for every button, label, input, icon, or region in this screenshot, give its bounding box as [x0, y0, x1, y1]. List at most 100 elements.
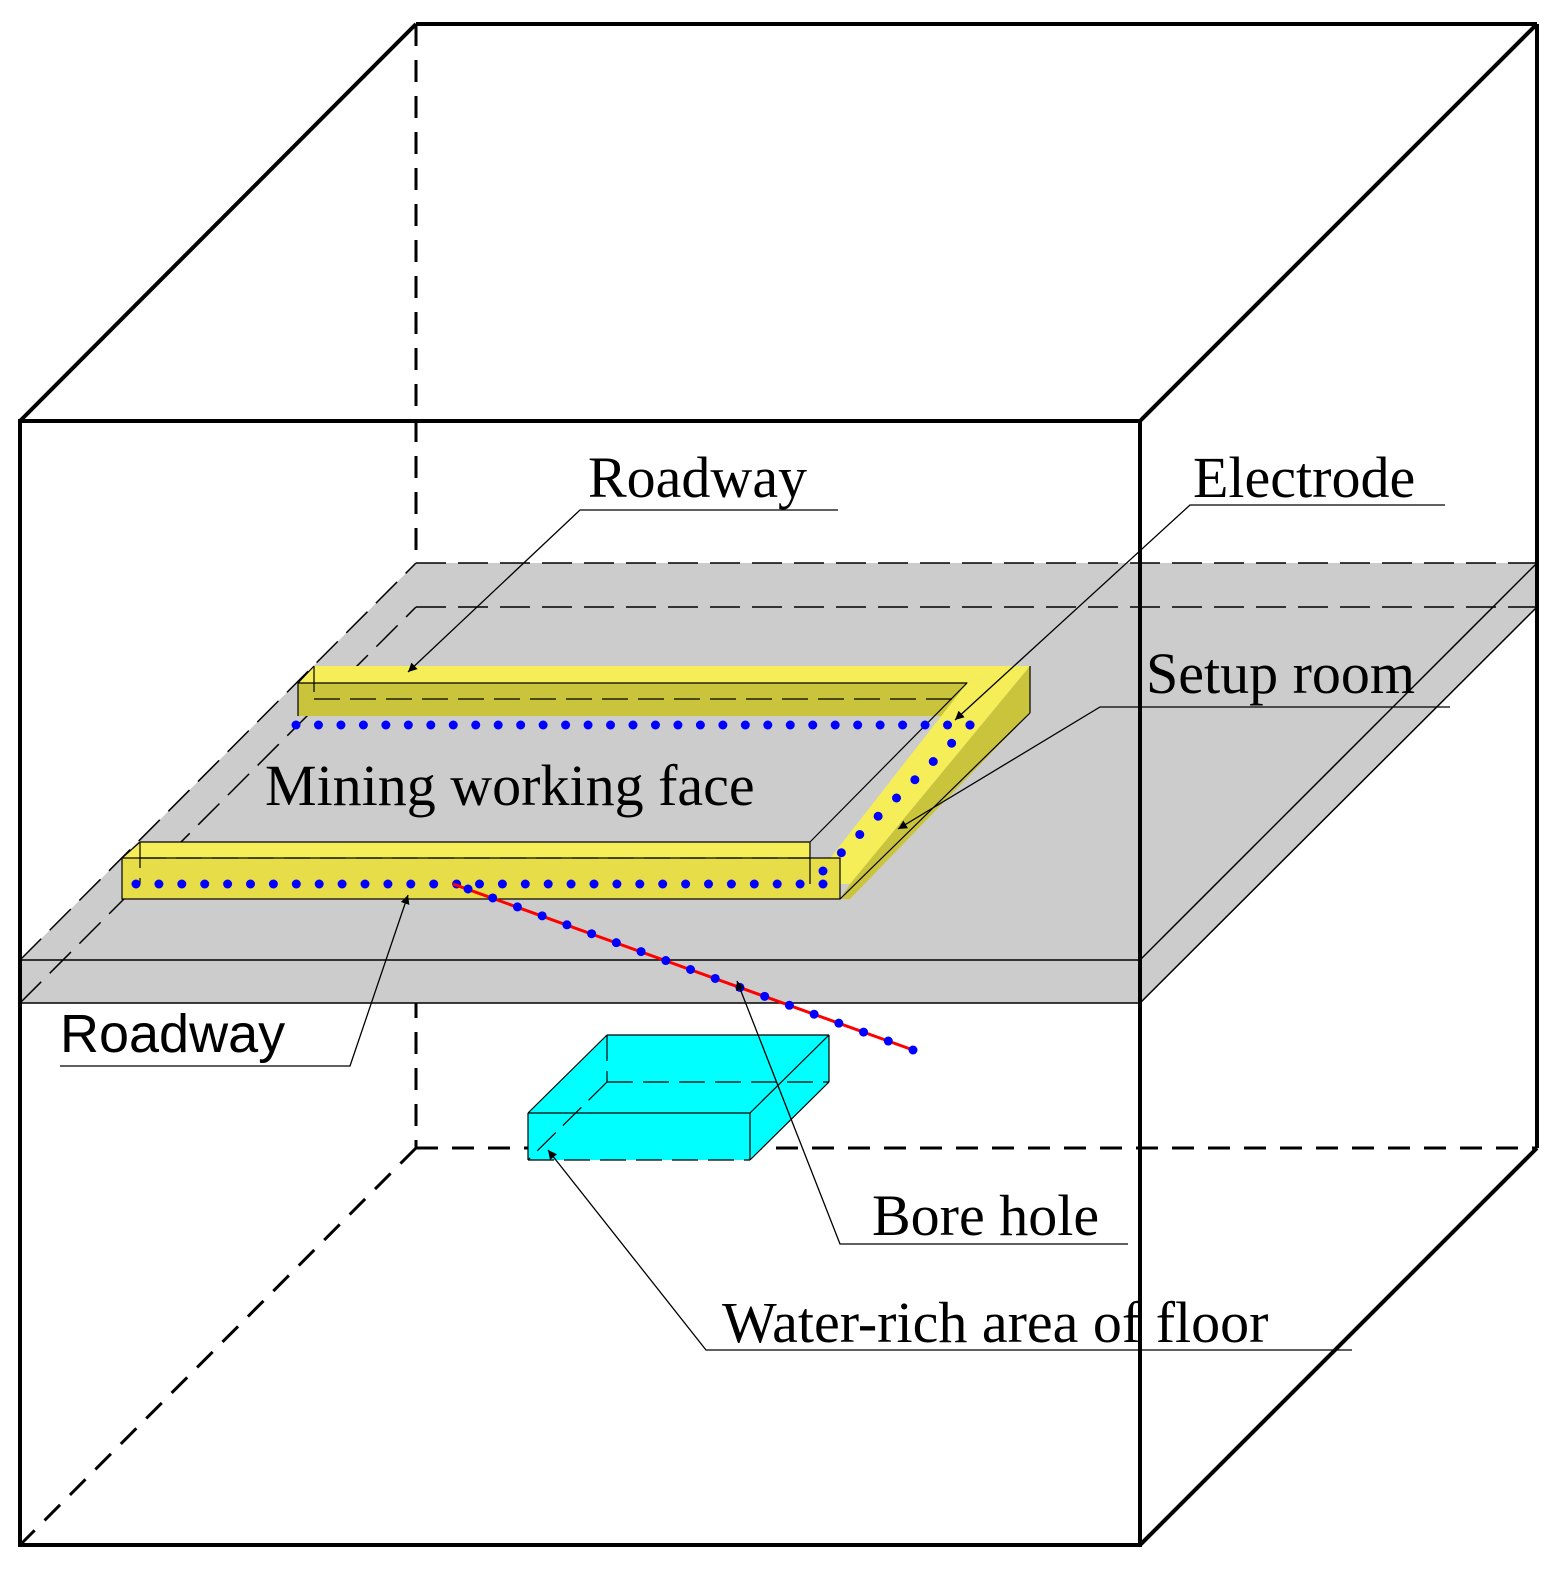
leader-roadway-bottom [60, 894, 410, 1067]
electrode-dot [538, 720, 548, 730]
electrode-dot [785, 720, 795, 730]
electrode-dot [131, 879, 141, 889]
electrode-dot [497, 879, 507, 889]
electrode-dot [471, 720, 481, 730]
electrode-dot [910, 775, 920, 785]
electrode-dot [965, 720, 975, 730]
electrode-dot [246, 879, 255, 889]
label-bore-hole: Bore hole [872, 1183, 1099, 1248]
electrode-dot [154, 879, 164, 889]
electrode-dot [360, 879, 370, 889]
roadway-back-top [298, 666, 1030, 683]
label-mining-working-face: Mining working face [265, 753, 755, 818]
electrode-dot [635, 879, 645, 889]
electrode-dot [772, 879, 782, 889]
electrode-dot [512, 902, 522, 912]
electrode-dot [784, 1000, 794, 1010]
electrode-dot [336, 720, 346, 730]
electrode-dot [920, 720, 930, 730]
electrode-dot [859, 1027, 869, 1037]
electrode-dot [686, 965, 695, 974]
electrode-dot [875, 720, 885, 730]
cube-outline [18, 22, 1539, 1547]
electrode-dot [883, 1036, 893, 1046]
electrode-array [131, 720, 975, 889]
electrode-dot [673, 720, 683, 730]
electrode-dot [681, 879, 691, 889]
electrode-dot [313, 720, 323, 730]
electrode-dot [291, 720, 301, 730]
electrode-dot [516, 720, 526, 730]
electrode-dot [704, 879, 713, 889]
label-water-rich-area: Water-rich area of floor [722, 1290, 1268, 1355]
electrode-dot [760, 991, 770, 1001]
electrode-dot [636, 947, 646, 957]
electrode-dot [426, 720, 436, 730]
electrode-dot [493, 720, 503, 730]
electrode-dot [448, 720, 458, 730]
electrode-dot [628, 720, 638, 730]
electrode-dot [406, 879, 416, 889]
electrode-dot [795, 879, 805, 889]
electrode-dot [587, 929, 597, 939]
roadway-front-face [122, 858, 840, 899]
seam-front-face [20, 960, 1140, 1003]
electrode-dot [908, 1045, 918, 1055]
electrode-dot [488, 893, 498, 903]
water-rich-box [527, 1034, 830, 1161]
leader-electrode [954, 504, 1445, 721]
seam-visible-edges [20, 562, 1538, 1004]
electrode-dot [853, 720, 863, 730]
electrode-dot [710, 973, 720, 983]
electrode-dot [830, 720, 840, 730]
electrode-dot [726, 879, 736, 889]
electrode-dot [589, 879, 599, 889]
electrode-dot [403, 720, 413, 730]
electrode-dot [520, 879, 530, 889]
electrode-dot [314, 879, 324, 889]
leader-water-rich [547, 1149, 1352, 1351]
electrode-dot [947, 738, 957, 748]
seam-top-face [20, 563, 1537, 960]
electrode-dot [873, 811, 883, 821]
electrode-dot [855, 830, 865, 839]
electrode-dot [606, 720, 616, 730]
coal-seam [19, 562, 1538, 1004]
electrode-dot [695, 720, 705, 730]
electrode-dot [943, 720, 953, 730]
electrode-dot [650, 720, 660, 730]
electrode-dot [475, 879, 484, 889]
electrode-dot [809, 1009, 819, 1019]
electrode-dot [740, 720, 750, 730]
electrode-dot [661, 956, 671, 966]
label-setup-room: Setup room [1146, 641, 1415, 706]
leader-setup-room [897, 706, 1450, 830]
electrode-dot [177, 879, 187, 889]
electrode-dot [291, 879, 301, 889]
electrode-dot [561, 720, 571, 730]
electrode-dot [537, 911, 547, 921]
leader-bore-hole [736, 980, 1128, 1245]
electrode-dot [223, 879, 233, 889]
electrode-dot [928, 757, 938, 766]
seam-right-face [1140, 563, 1537, 1003]
leader-roadway-top [407, 509, 838, 673]
seam-hidden-edges [19, 562, 1537, 1004]
roadway-front [121, 841, 841, 900]
electrode-dot [358, 720, 368, 730]
electrode-dot [268, 879, 278, 889]
electrode-dot [543, 879, 553, 889]
electrode-dot [763, 720, 773, 730]
electrode-dot [383, 879, 393, 889]
leader-lines [60, 504, 1450, 1351]
electrode-dot [808, 720, 818, 730]
electrode-dot [583, 720, 593, 730]
electrode-dot [749, 879, 759, 889]
electrode-dot [658, 879, 668, 889]
electrode-dot [818, 879, 828, 889]
label-roadway-top: Roadway [588, 445, 807, 510]
electrode-dot [562, 920, 572, 930]
electrode-dot [612, 879, 622, 889]
electrode-dot [200, 879, 210, 889]
electrode-dot [892, 793, 901, 803]
